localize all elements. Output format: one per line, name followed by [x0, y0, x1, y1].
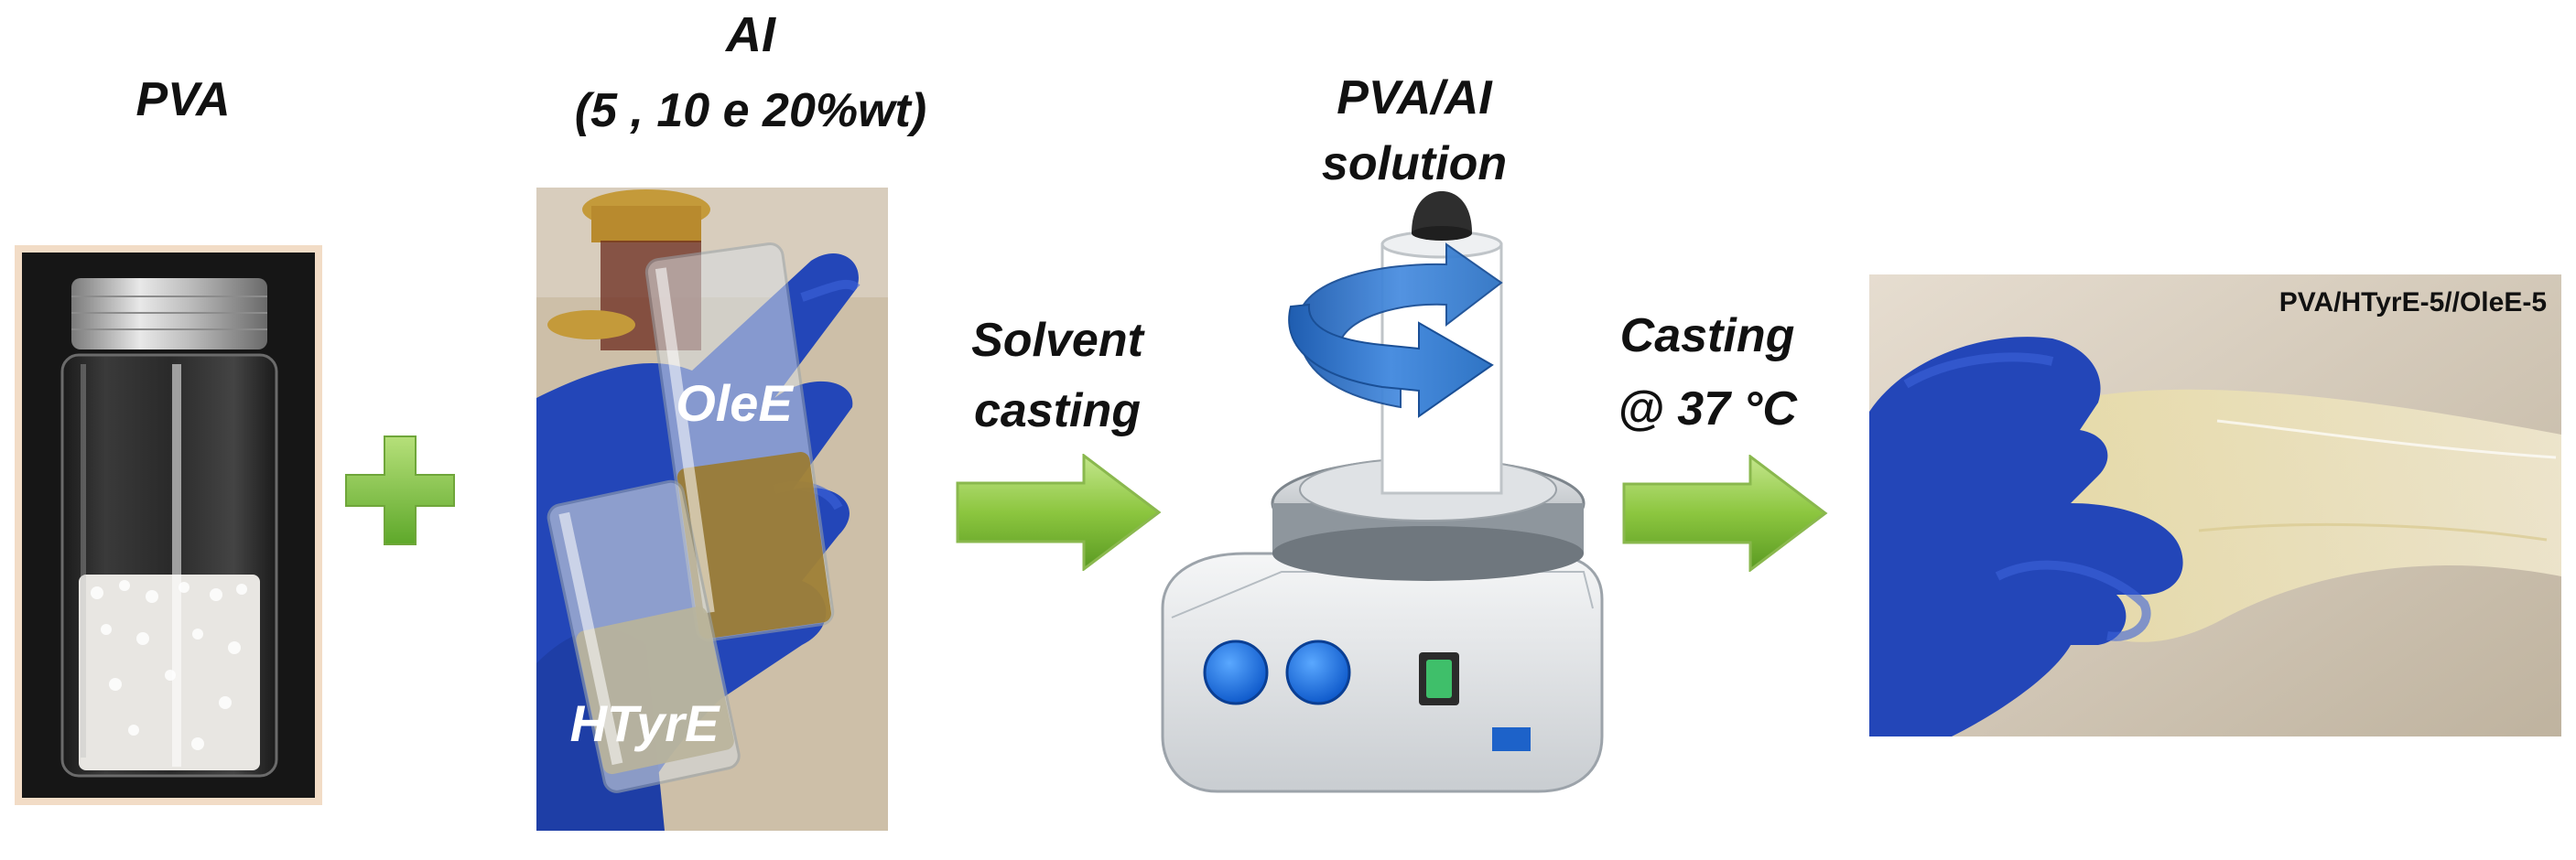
solution-label-line2: solution: [1321, 137, 1508, 190]
arrow-right-icon-2: [1622, 455, 1828, 572]
pva-label: PVA: [135, 73, 231, 126]
step2-label-line2: @ 37 °C: [1618, 382, 1797, 435]
step1-label-line1: Solvent: [971, 314, 1143, 367]
solution-label-line1: PVA/AI: [1337, 71, 1492, 124]
htyre-label: HTyrE: [569, 694, 720, 752]
film-sample-label: PVA/HTyrE-5//OleE-5: [2278, 287, 2547, 317]
pva-vial-photo: [15, 245, 322, 805]
ai-title-label: AI: [726, 7, 775, 62]
film-photo: PVA/HTyrE-5//OleE-5: [1869, 274, 2561, 736]
step1-label-line2: casting: [973, 384, 1142, 437]
olee-label: OleE: [676, 374, 793, 432]
arrow-right-icon: [956, 454, 1162, 571]
stirrer-illustration: [1161, 191, 1604, 793]
plus-icon: [345, 435, 455, 545]
ai-concentration-label: (5 , 10 e 20%wt): [574, 84, 927, 137]
step2-label-line1: Casting: [1619, 309, 1795, 362]
ai-vials-photo: OleE HTyrE: [536, 188, 888, 831]
